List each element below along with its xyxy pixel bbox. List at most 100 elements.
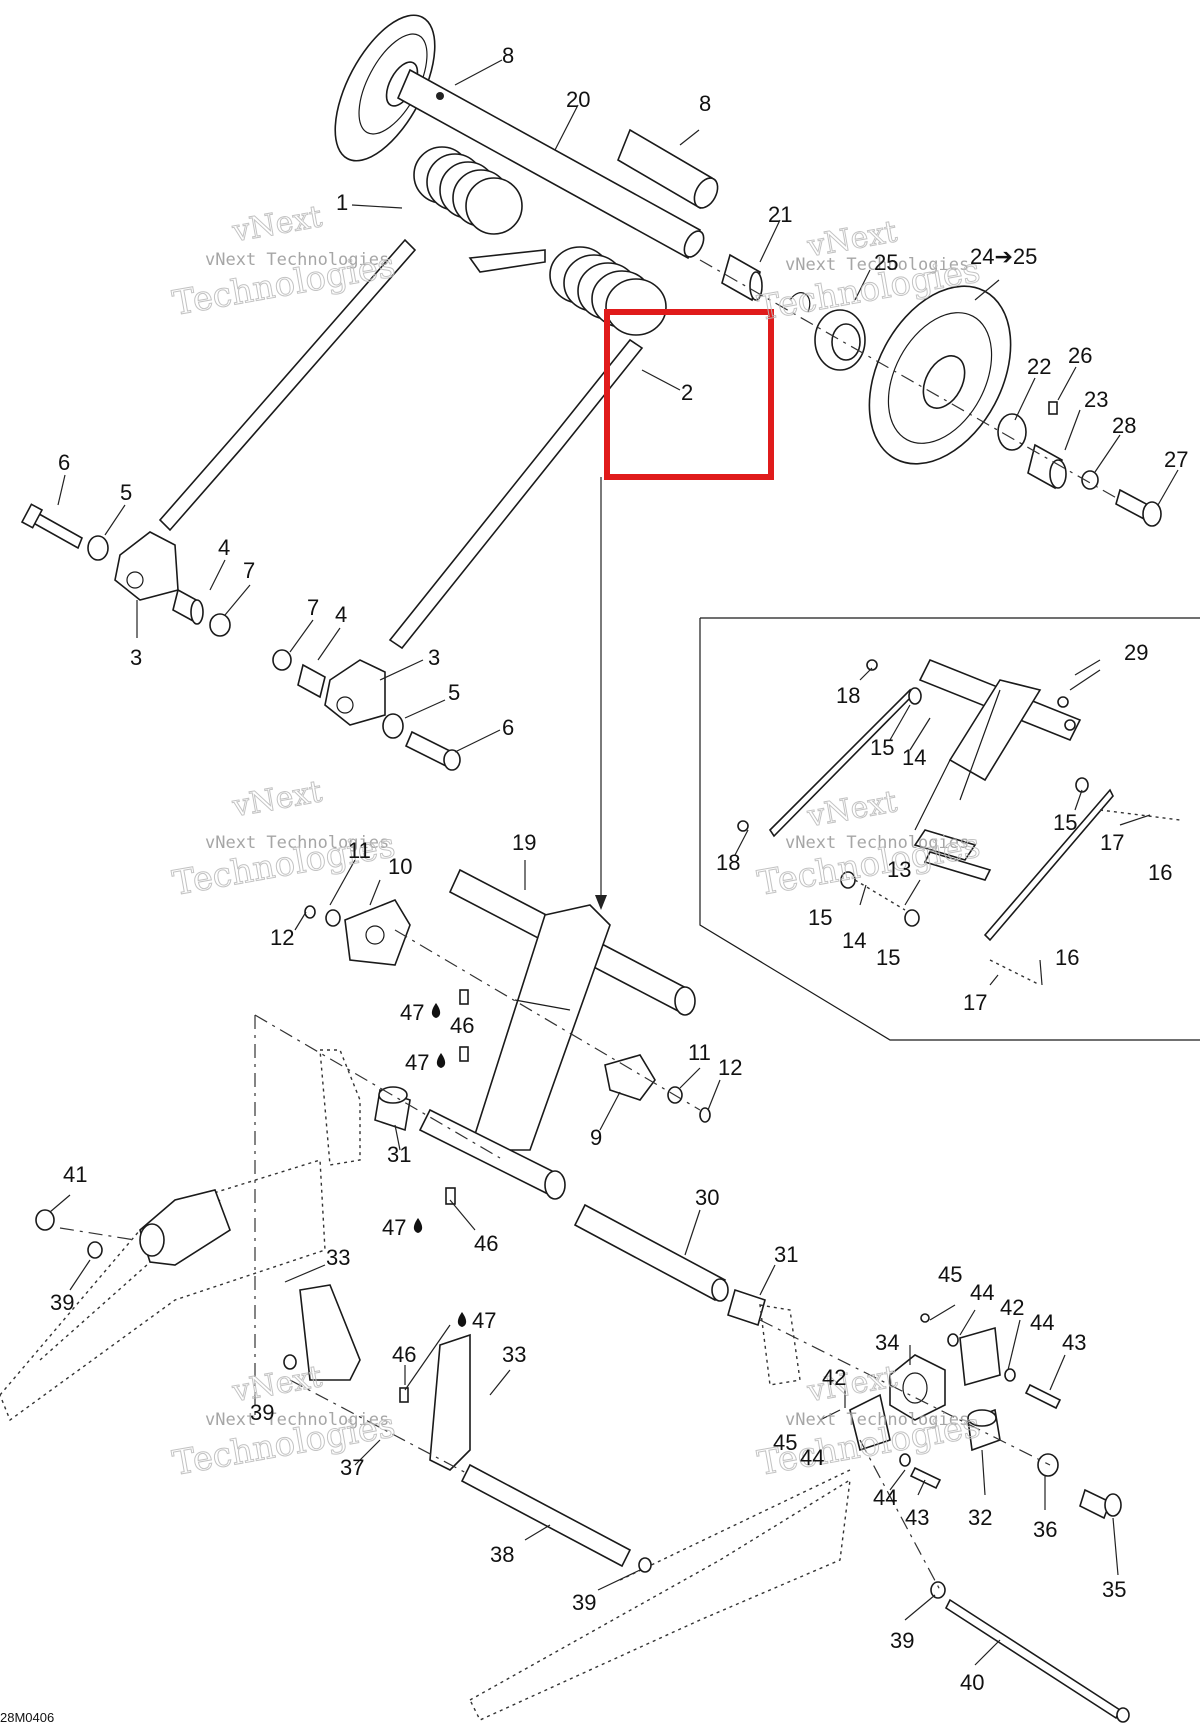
bolt-35 [1079, 1488, 1122, 1520]
callout-12: 12 [718, 1055, 742, 1080]
cross-shaft-30 [573, 1203, 729, 1302]
callout-33: 33 [502, 1342, 526, 1367]
callout-4: 4 [335, 602, 347, 627]
small-fasteners-43-44-45 [899, 1313, 1062, 1490]
callout-20: 20 [566, 87, 590, 112]
grease-fittings-46 [399, 989, 469, 1403]
bolt-6-left [20, 503, 84, 550]
pointer-arrow-icon [595, 895, 607, 910]
washer-28 [1081, 470, 1099, 490]
callout-12: 12 [270, 925, 294, 950]
watermark-text: vNext Technologies [205, 833, 389, 853]
diagram-code: 28M0406 [0, 1710, 54, 1725]
callout-5: 5 [120, 480, 132, 505]
nut-7-right [272, 649, 292, 671]
inset-linkage [737, 658, 1181, 986]
inset-border [699, 617, 1200, 1041]
nut-7-left [209, 613, 231, 637]
callout-23: 23 [1084, 387, 1108, 412]
frame-outline [0, 1014, 851, 1721]
callout-47: 47 [472, 1308, 496, 1333]
block-42 [849, 1326, 1001, 1452]
bushing-5-left [87, 535, 109, 561]
callout-labels: 8 20 8 1 21 25 24➔25 2 22 26 23 28 27 6 … [50, 43, 1188, 1695]
bracket-37 [289, 1284, 471, 1476]
mount-34 [889, 1354, 946, 1421]
torsion-spring-right-2 [388, 246, 667, 650]
callout-44: 44 [800, 1445, 824, 1470]
callout-28: 28 [1112, 413, 1136, 438]
callout-46: 46 [392, 1342, 416, 1367]
callout-41: 41 [63, 1162, 87, 1187]
callout-4: 4 [218, 535, 230, 560]
callout-15: 15 [1053, 810, 1077, 835]
callout-42: 42 [1000, 1295, 1024, 1320]
callout-39: 39 [572, 1590, 596, 1615]
callout-17: 17 [963, 990, 987, 1015]
callout-15: 15 [808, 905, 832, 930]
callout-38: 38 [490, 1542, 514, 1567]
callout-34: 34 [875, 1330, 899, 1355]
drop-icon [413, 1218, 423, 1233]
callout-40: 40 [960, 1670, 984, 1695]
callout-3: 3 [428, 645, 440, 670]
washer-36 [1037, 1453, 1059, 1477]
callout-2: 2 [681, 380, 693, 405]
mount-41-39 [35, 1189, 231, 1266]
callout-32: 32 [968, 1505, 992, 1530]
callout-13: 13 [887, 857, 911, 882]
watermark-text: vNext Technologies [205, 250, 389, 270]
callout-44: 44 [1030, 1310, 1054, 1335]
callout-43: 43 [1062, 1330, 1086, 1355]
watermark-text: vNext Technologies [785, 833, 969, 853]
spacer-32 [967, 1408, 1001, 1452]
watermark-text: vNext Technologies [785, 1410, 969, 1430]
callout-44: 44 [970, 1280, 994, 1305]
bushing-5-right [382, 713, 404, 739]
callout-30: 30 [695, 1185, 719, 1210]
callout-44: 44 [873, 1485, 897, 1510]
bolt-27 [1115, 488, 1162, 527]
callout-29: 29 [1124, 640, 1148, 665]
watermark-text: vNext [229, 199, 325, 249]
highlight-box [604, 309, 774, 480]
callout-1: 1 [336, 190, 348, 215]
callout-31: 31 [774, 1242, 798, 1267]
bushing-4-right [297, 663, 326, 699]
callout-19: 19 [512, 830, 536, 855]
callout-47: 47 [382, 1215, 406, 1240]
callout-6: 6 [502, 715, 514, 740]
spring-holder-3-left [114, 531, 179, 601]
callout-21: 21 [768, 202, 792, 227]
callout-15: 15 [876, 945, 900, 970]
callout-25: 25 [874, 250, 898, 275]
callout-14: 14 [842, 928, 866, 953]
callout-39: 39 [250, 1400, 274, 1425]
callout-46: 46 [450, 1013, 474, 1038]
callout-47: 47 [400, 1000, 424, 1025]
drop-icon [436, 1053, 446, 1068]
callout-16: 16 [1055, 945, 1079, 970]
callout-18: 18 [716, 850, 740, 875]
callout-14: 14 [902, 745, 926, 770]
callout-42: 42 [822, 1365, 846, 1390]
bushing-4-left [172, 588, 204, 625]
bolt-6-right [404, 730, 461, 771]
callout-6: 6 [58, 450, 70, 475]
callout-45: 45 [773, 1430, 797, 1455]
leader-lines [49, 59, 1179, 1666]
watermark-text: vNext [804, 1359, 900, 1409]
bushing-31-right [727, 1288, 766, 1327]
pivot-10 [344, 899, 411, 966]
callout-5: 5 [448, 680, 460, 705]
shaft-38 [460, 1463, 652, 1573]
callout-9: 9 [590, 1125, 602, 1150]
callout-24-25: 24➔25 [970, 244, 1037, 269]
spacer-tube-8 [617, 128, 719, 210]
callout-47: 47 [405, 1050, 429, 1075]
callout-22: 22 [1027, 354, 1051, 379]
set-screw-26 [1048, 401, 1058, 415]
callout-18: 18 [836, 683, 860, 708]
callout-7: 7 [307, 595, 319, 620]
callout-7: 7 [243, 558, 255, 583]
